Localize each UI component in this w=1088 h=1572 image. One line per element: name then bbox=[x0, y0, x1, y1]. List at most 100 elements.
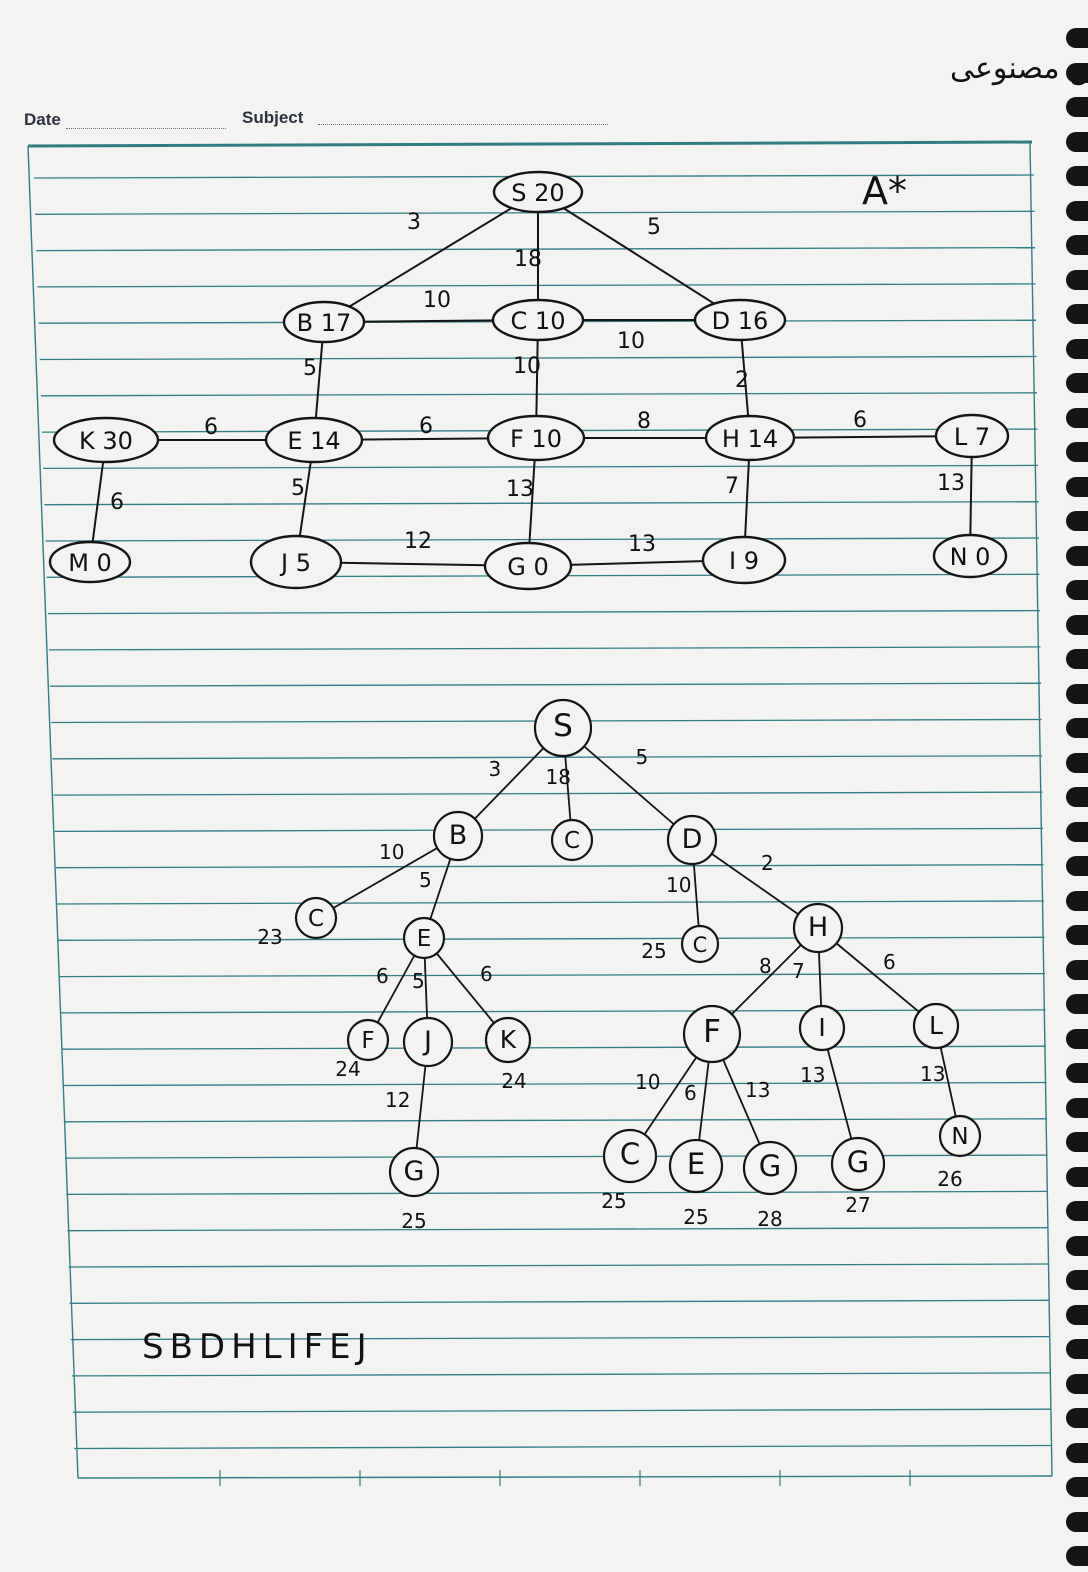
tree-node-label: D bbox=[682, 824, 703, 855]
tree-node-label: B bbox=[449, 820, 468, 851]
graph-node-D bbox=[693, 298, 787, 342]
graph-node-label: K 30 bbox=[79, 427, 133, 455]
tree-node-G1 bbox=[388, 1146, 440, 1198]
spiral-ring bbox=[1066, 1304, 1088, 1325]
tree-node-label: J bbox=[422, 1026, 432, 1057]
tree-node-label: C bbox=[693, 933, 708, 957]
tree-edge-weight: 3 bbox=[489, 757, 502, 781]
tree-edge-weight: 10 bbox=[666, 873, 691, 897]
tree-node-label: G bbox=[404, 1156, 425, 1187]
ruled-line bbox=[68, 1263, 1050, 1268]
spiral-ring bbox=[1066, 890, 1088, 911]
tree-edge-weight: 6 bbox=[480, 962, 493, 986]
ruled-line bbox=[63, 1118, 1048, 1123]
spiral-ring bbox=[1066, 856, 1088, 876]
graph-edge-weight: 2 bbox=[735, 368, 749, 393]
tree-node-cost: 25 bbox=[641, 939, 666, 963]
tree-node-label: N bbox=[951, 1124, 968, 1150]
ruled-line bbox=[74, 1444, 1052, 1450]
ruled-line bbox=[40, 392, 1038, 397]
tree-node-K bbox=[484, 1016, 532, 1064]
spiral-ring bbox=[1066, 683, 1088, 704]
graph-edge-weight: 10 bbox=[617, 329, 645, 354]
ruled-line bbox=[62, 1081, 1047, 1087]
ruled-line bbox=[53, 791, 1043, 796]
graph-edge-weight: 5 bbox=[291, 476, 305, 501]
spiral-ring bbox=[1066, 787, 1088, 807]
tree-edge-weight: 5 bbox=[419, 868, 432, 892]
graph-node-label: N 0 bbox=[950, 543, 991, 571]
tree-edge-weight: 7 bbox=[792, 959, 805, 983]
spiral-ring bbox=[1066, 1063, 1088, 1083]
graph-node-label: I 9 bbox=[729, 547, 759, 575]
tree-node-label: L bbox=[929, 1011, 943, 1040]
spiral-ring bbox=[1066, 304, 1088, 324]
graph-edge-S-D bbox=[537, 191, 741, 321]
tree-node-label: C bbox=[620, 1137, 640, 1171]
tree-edge-weight: 2 bbox=[761, 851, 774, 875]
tree-node-G3 bbox=[830, 1136, 886, 1192]
ruled-line bbox=[36, 246, 1036, 252]
tree-node-I bbox=[798, 1004, 846, 1052]
spiral-ring bbox=[1066, 1408, 1088, 1428]
graph-edge-S-B bbox=[323, 191, 539, 323]
tree-node-label: C bbox=[308, 906, 324, 932]
tree-node-label: G bbox=[847, 1145, 869, 1179]
tree-node-label: H bbox=[808, 912, 828, 943]
graph-node-label: M 0 bbox=[68, 549, 112, 577]
tree-edge-weight: 13 bbox=[920, 1062, 945, 1086]
graph-edge-weight: 6 bbox=[110, 490, 124, 515]
ruled-line bbox=[43, 464, 1039, 470]
date-line bbox=[66, 128, 226, 129]
spiral-ring bbox=[1066, 614, 1088, 635]
ruled-line bbox=[61, 1045, 1047, 1050]
graph-edge-weight: 10 bbox=[423, 288, 451, 313]
spiral-ring bbox=[1066, 752, 1088, 773]
spiral-ring bbox=[1066, 166, 1088, 186]
tree-node-cost: 25 bbox=[683, 1205, 708, 1229]
tree-edge-weight: 18 bbox=[546, 765, 571, 789]
graph-edge-weight: 7 bbox=[725, 474, 739, 499]
spiral-ring bbox=[1066, 580, 1088, 600]
spiral-ring bbox=[1066, 1235, 1088, 1256]
graph-node-label: B 17 bbox=[297, 309, 352, 337]
tree-node-F1 bbox=[346, 1018, 390, 1062]
graph-edge-weight: 6 bbox=[204, 415, 218, 440]
tree-node-cost: 28 bbox=[757, 1207, 782, 1231]
tree-edge-weight: 10 bbox=[379, 840, 404, 864]
tree-node-N bbox=[938, 1114, 982, 1158]
tree-edge-weight: 13 bbox=[745, 1078, 770, 1102]
tree-node-D bbox=[666, 814, 718, 866]
spiral-ring bbox=[1066, 1477, 1088, 1497]
ruled-line bbox=[73, 1408, 1052, 1413]
graph-node-label: F 10 bbox=[510, 425, 562, 453]
spiral-ring bbox=[1066, 1166, 1088, 1187]
spiral-ring bbox=[1066, 1201, 1088, 1221]
tree-node-E bbox=[402, 916, 446, 960]
tree-edge-weight: 8 bbox=[759, 954, 772, 978]
ruled-line bbox=[52, 755, 1043, 760]
spiral-ring bbox=[1066, 1270, 1088, 1290]
graph-edge-weight: 13 bbox=[506, 477, 534, 502]
graph-node-C bbox=[491, 298, 585, 342]
tree-edge-weight: 5 bbox=[636, 745, 649, 769]
ruled-line bbox=[70, 1335, 1051, 1341]
tree-node-B bbox=[432, 810, 484, 862]
tree-edge-weight: 13 bbox=[800, 1063, 825, 1087]
tree-node-label: E bbox=[417, 926, 432, 952]
graph-node-label: G 0 bbox=[507, 553, 549, 581]
tree-node-G2 bbox=[742, 1140, 798, 1196]
algorithm-label: A* bbox=[862, 169, 907, 213]
graph-node-I bbox=[701, 535, 787, 585]
spiral-ring bbox=[1066, 269, 1088, 290]
ruled-line bbox=[58, 936, 1045, 941]
graph-node-J bbox=[249, 534, 343, 590]
spiral-ring bbox=[1066, 545, 1088, 566]
spiral-ring bbox=[1066, 62, 1088, 83]
tree-node-C1 bbox=[550, 818, 594, 862]
tree-node-cost: 23 bbox=[257, 925, 282, 949]
tree-node-label: G bbox=[759, 1149, 781, 1183]
